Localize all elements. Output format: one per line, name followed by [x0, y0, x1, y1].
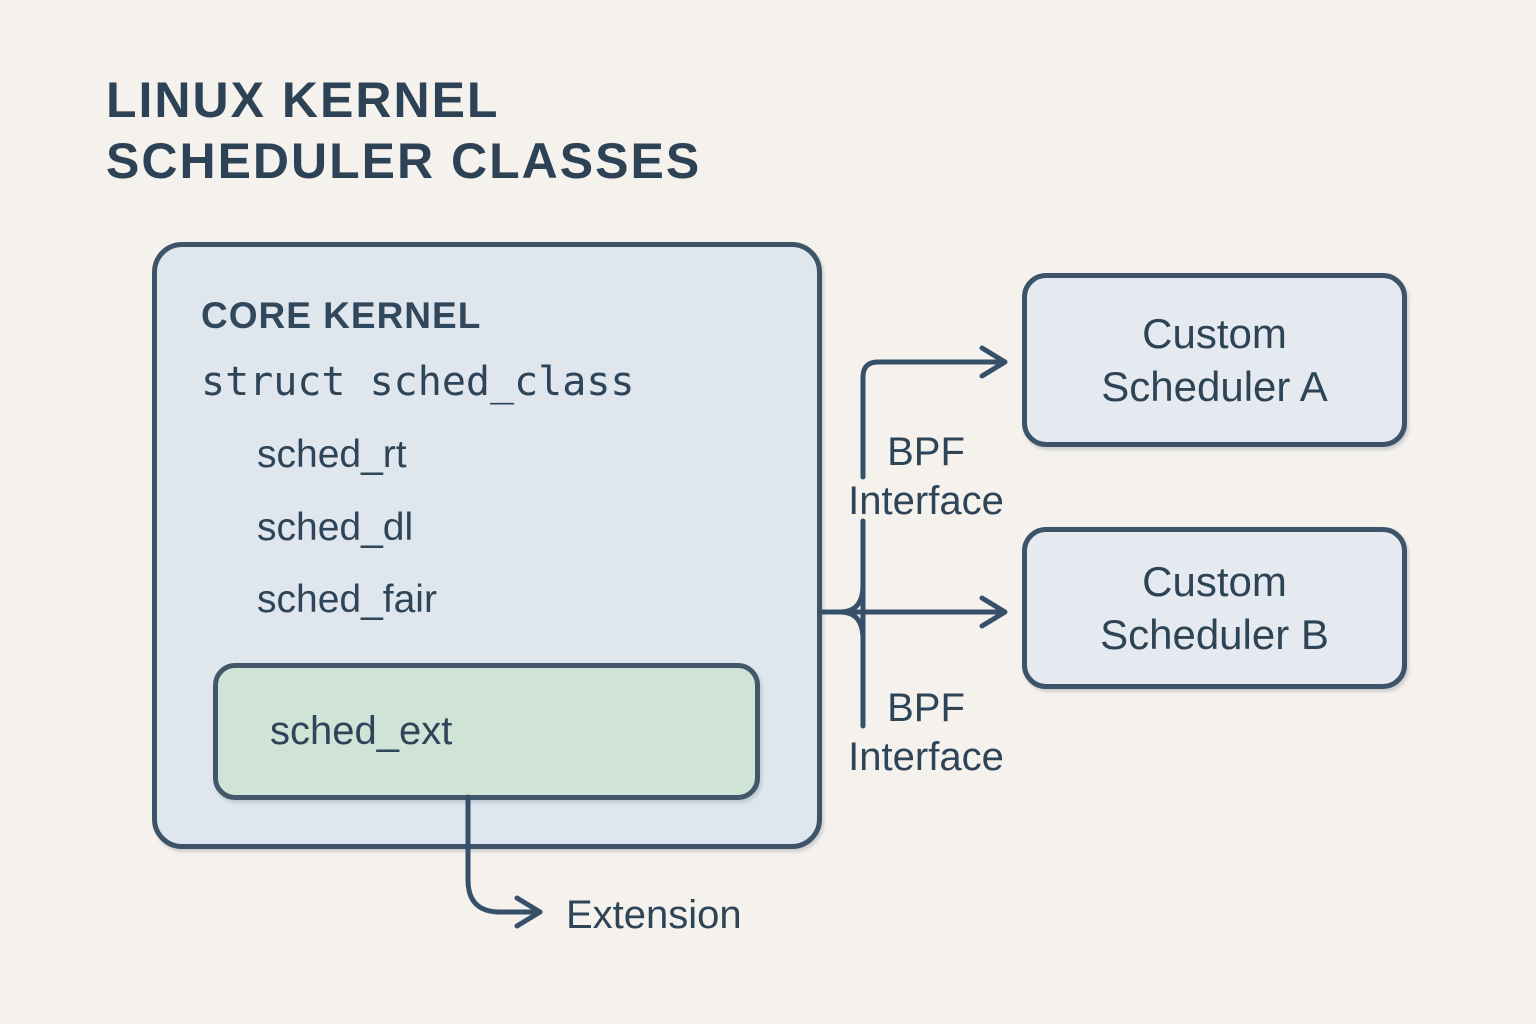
core-kernel-heading: CORE KERNEL [201, 295, 482, 336]
junction-fillet-lower [837, 609, 866, 642]
struct-sched-class-label: struct sched_class [201, 359, 635, 405]
custom-scheduler-b-box: Custom Scheduler B [1022, 527, 1407, 689]
bpf-interface-top-line-1: BPF [887, 430, 965, 474]
bpf-interface-label-bottom: BPF Interface [816, 684, 1036, 782]
bpf-interface-top-line-2: Interface [848, 479, 1004, 523]
custom-scheduler-b-line-1: Custom [1142, 558, 1287, 605]
sched-ext-label: sched_ext [270, 709, 453, 753]
junction-fillet-upper [837, 582, 866, 615]
sched-class-item-rt: sched_rt [257, 433, 407, 476]
custom-scheduler-a-line-2: Scheduler A [1101, 363, 1328, 410]
custom-scheduler-a-box: Custom Scheduler A [1022, 273, 1407, 447]
custom-scheduler-b-line-2: Scheduler B [1100, 611, 1329, 658]
sched-ext-box: sched_ext [213, 663, 760, 800]
sched-class-item-dl: sched_dl [257, 506, 414, 549]
arrowhead-a-icon [979, 345, 1008, 379]
extension-label: Extension [566, 893, 742, 937]
page-title-line-1: LINUX KERNEL [106, 72, 500, 128]
custom-scheduler-a-line-1: Custom [1142, 310, 1287, 357]
page-title: LINUX KERNEL SCHEDULER CLASSES [106, 70, 701, 192]
page-title-line-2: SCHEDULER CLASSES [106, 133, 702, 189]
bpf-interface-bottom-line-2: Interface [848, 735, 1004, 779]
sched-class-item-fair: sched_fair [257, 578, 437, 621]
bpf-interface-bottom-line-1: BPF [887, 686, 965, 730]
arrowhead-extension-icon [514, 895, 543, 929]
arrowhead-b-icon [979, 595, 1008, 629]
core-kernel-box: CORE KERNEL struct sched_class sched_rt … [152, 242, 822, 849]
bpf-interface-label-top: BPF Interface [816, 428, 1036, 526]
